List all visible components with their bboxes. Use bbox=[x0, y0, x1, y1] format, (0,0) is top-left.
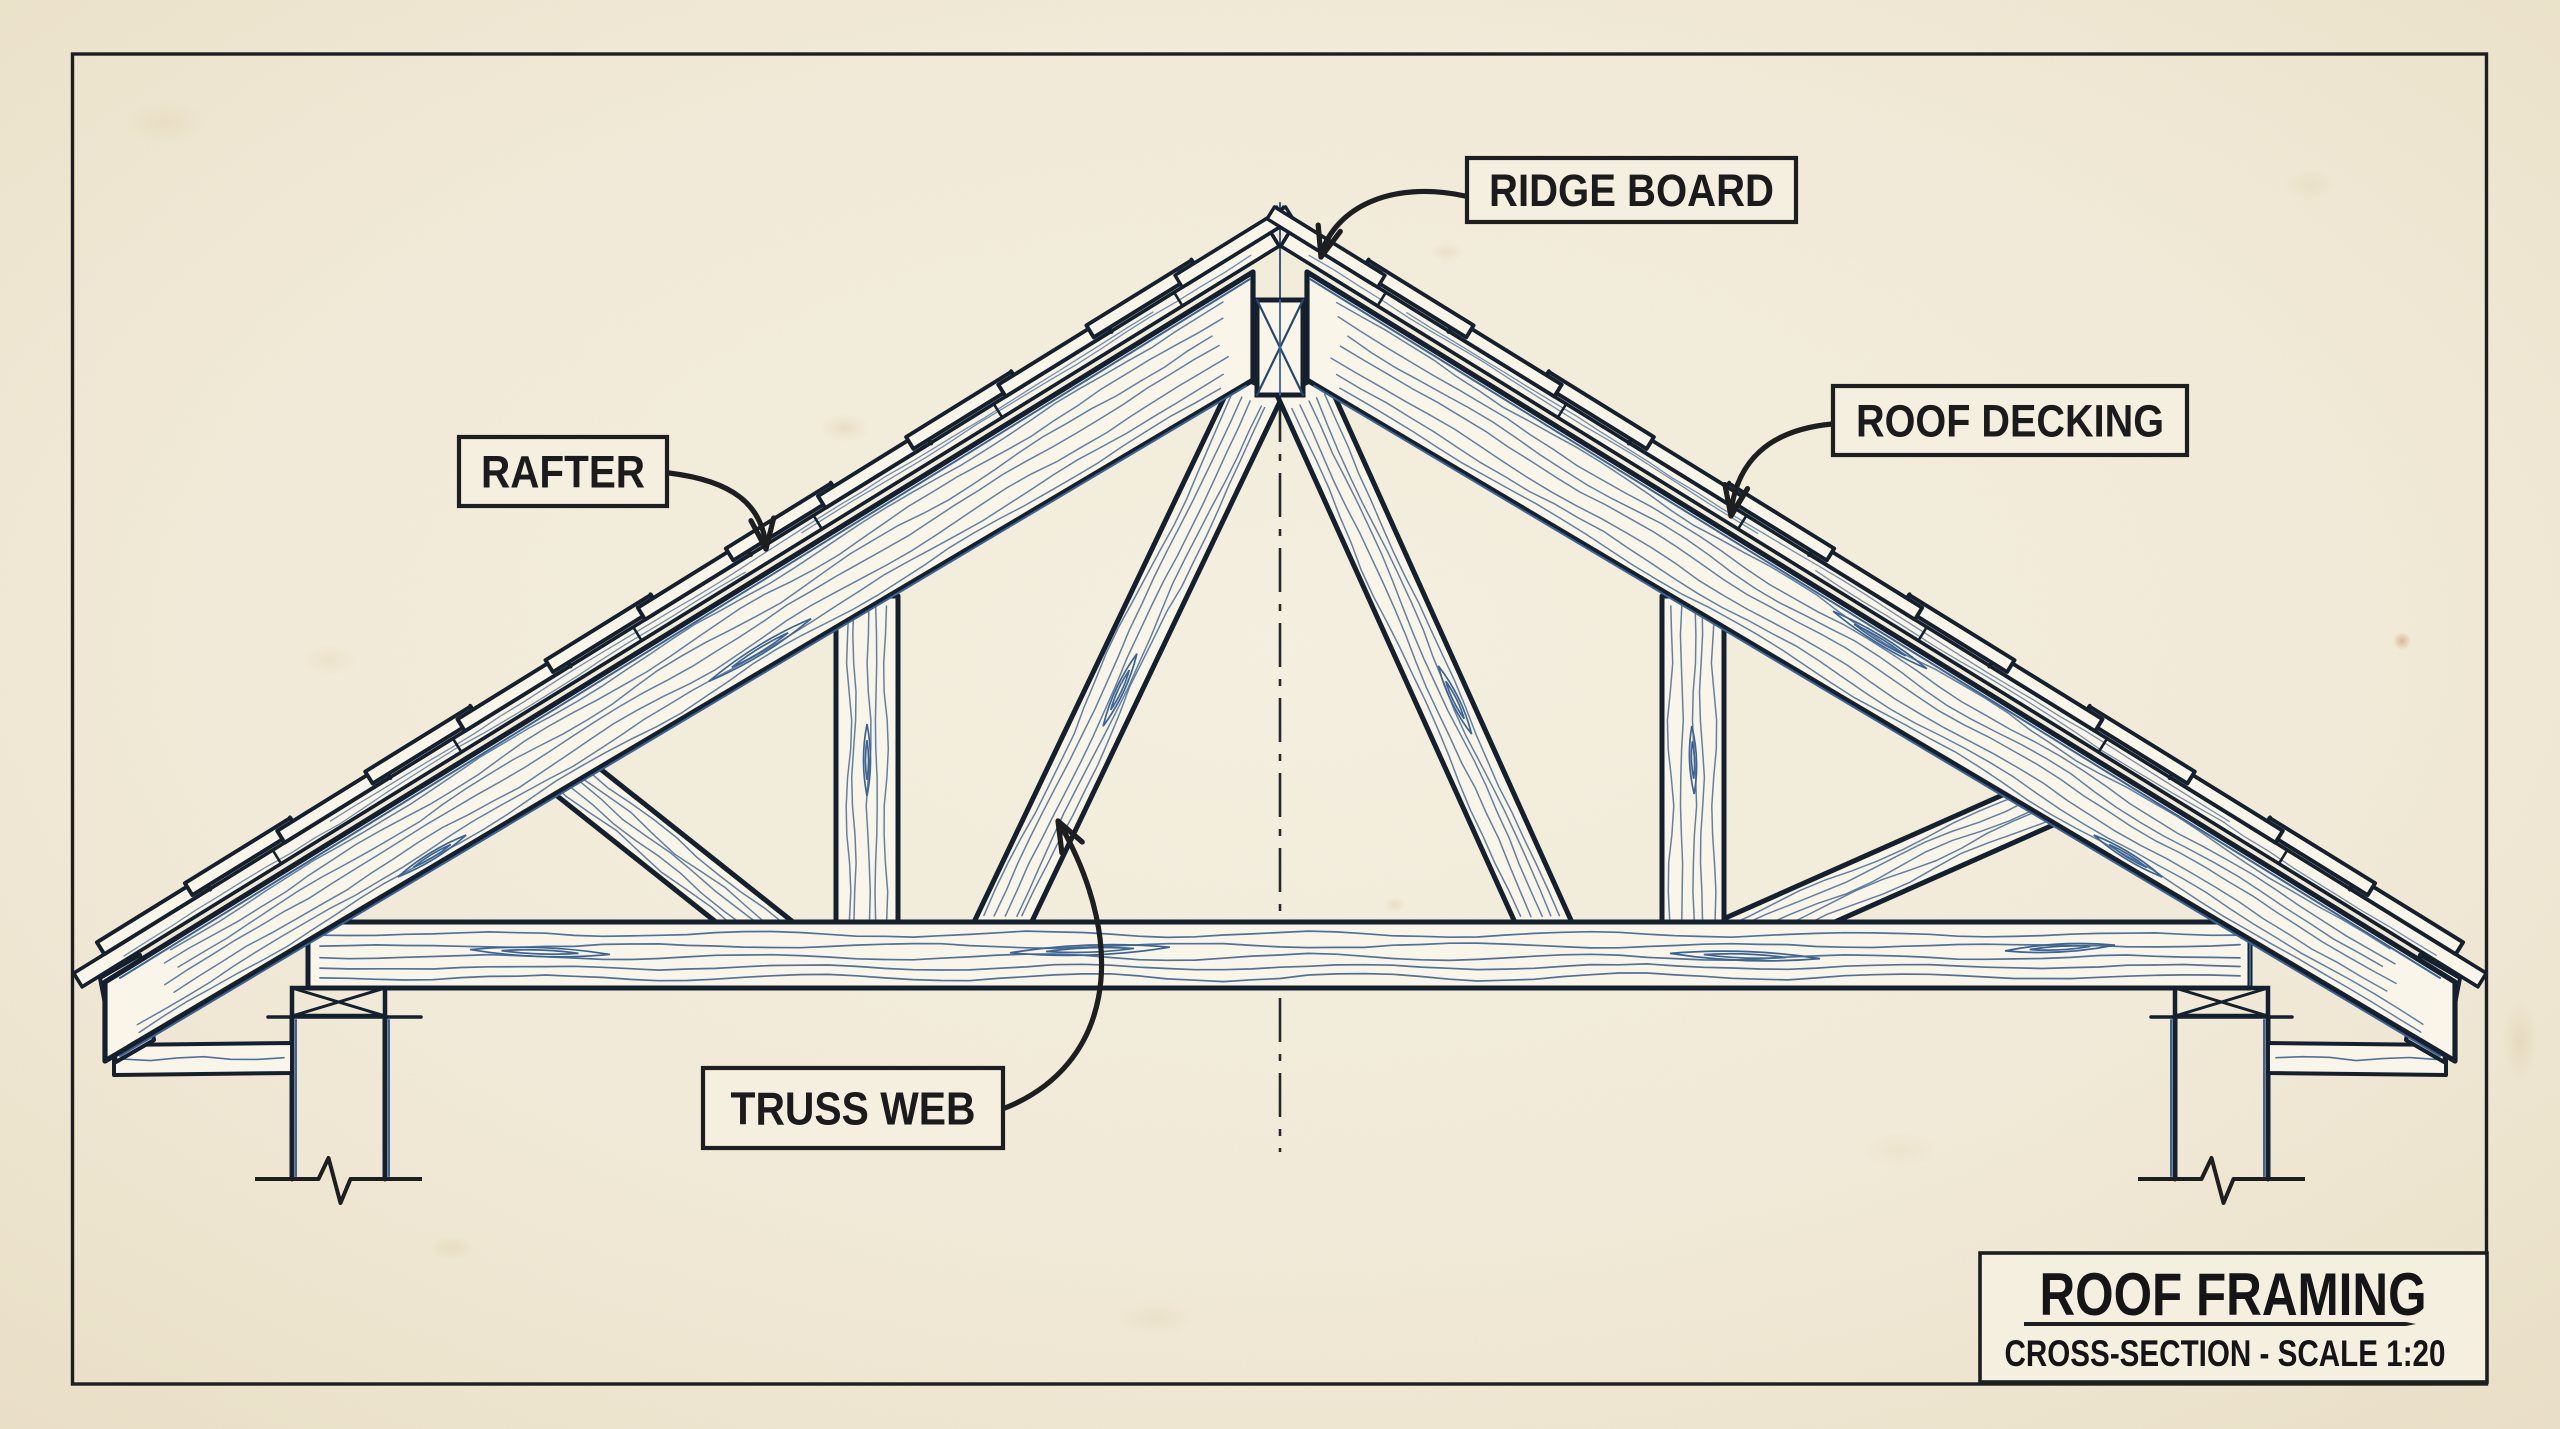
svg-text:RIDGE BOARD: RIDGE BOARD bbox=[1489, 165, 1774, 216]
svg-text:ROOF DECKING: ROOF DECKING bbox=[1856, 396, 2164, 447]
svg-text:CROSS-SECTION - SCALE 1:20: CROSS-SECTION - SCALE 1:20 bbox=[2005, 1333, 2446, 1374]
svg-text:RAFTER: RAFTER bbox=[481, 447, 645, 498]
svg-text:TRUSS WEB: TRUSS WEB bbox=[731, 1083, 976, 1135]
svg-text:ROOF FRAMING: ROOF FRAMING bbox=[2040, 1261, 2427, 1328]
